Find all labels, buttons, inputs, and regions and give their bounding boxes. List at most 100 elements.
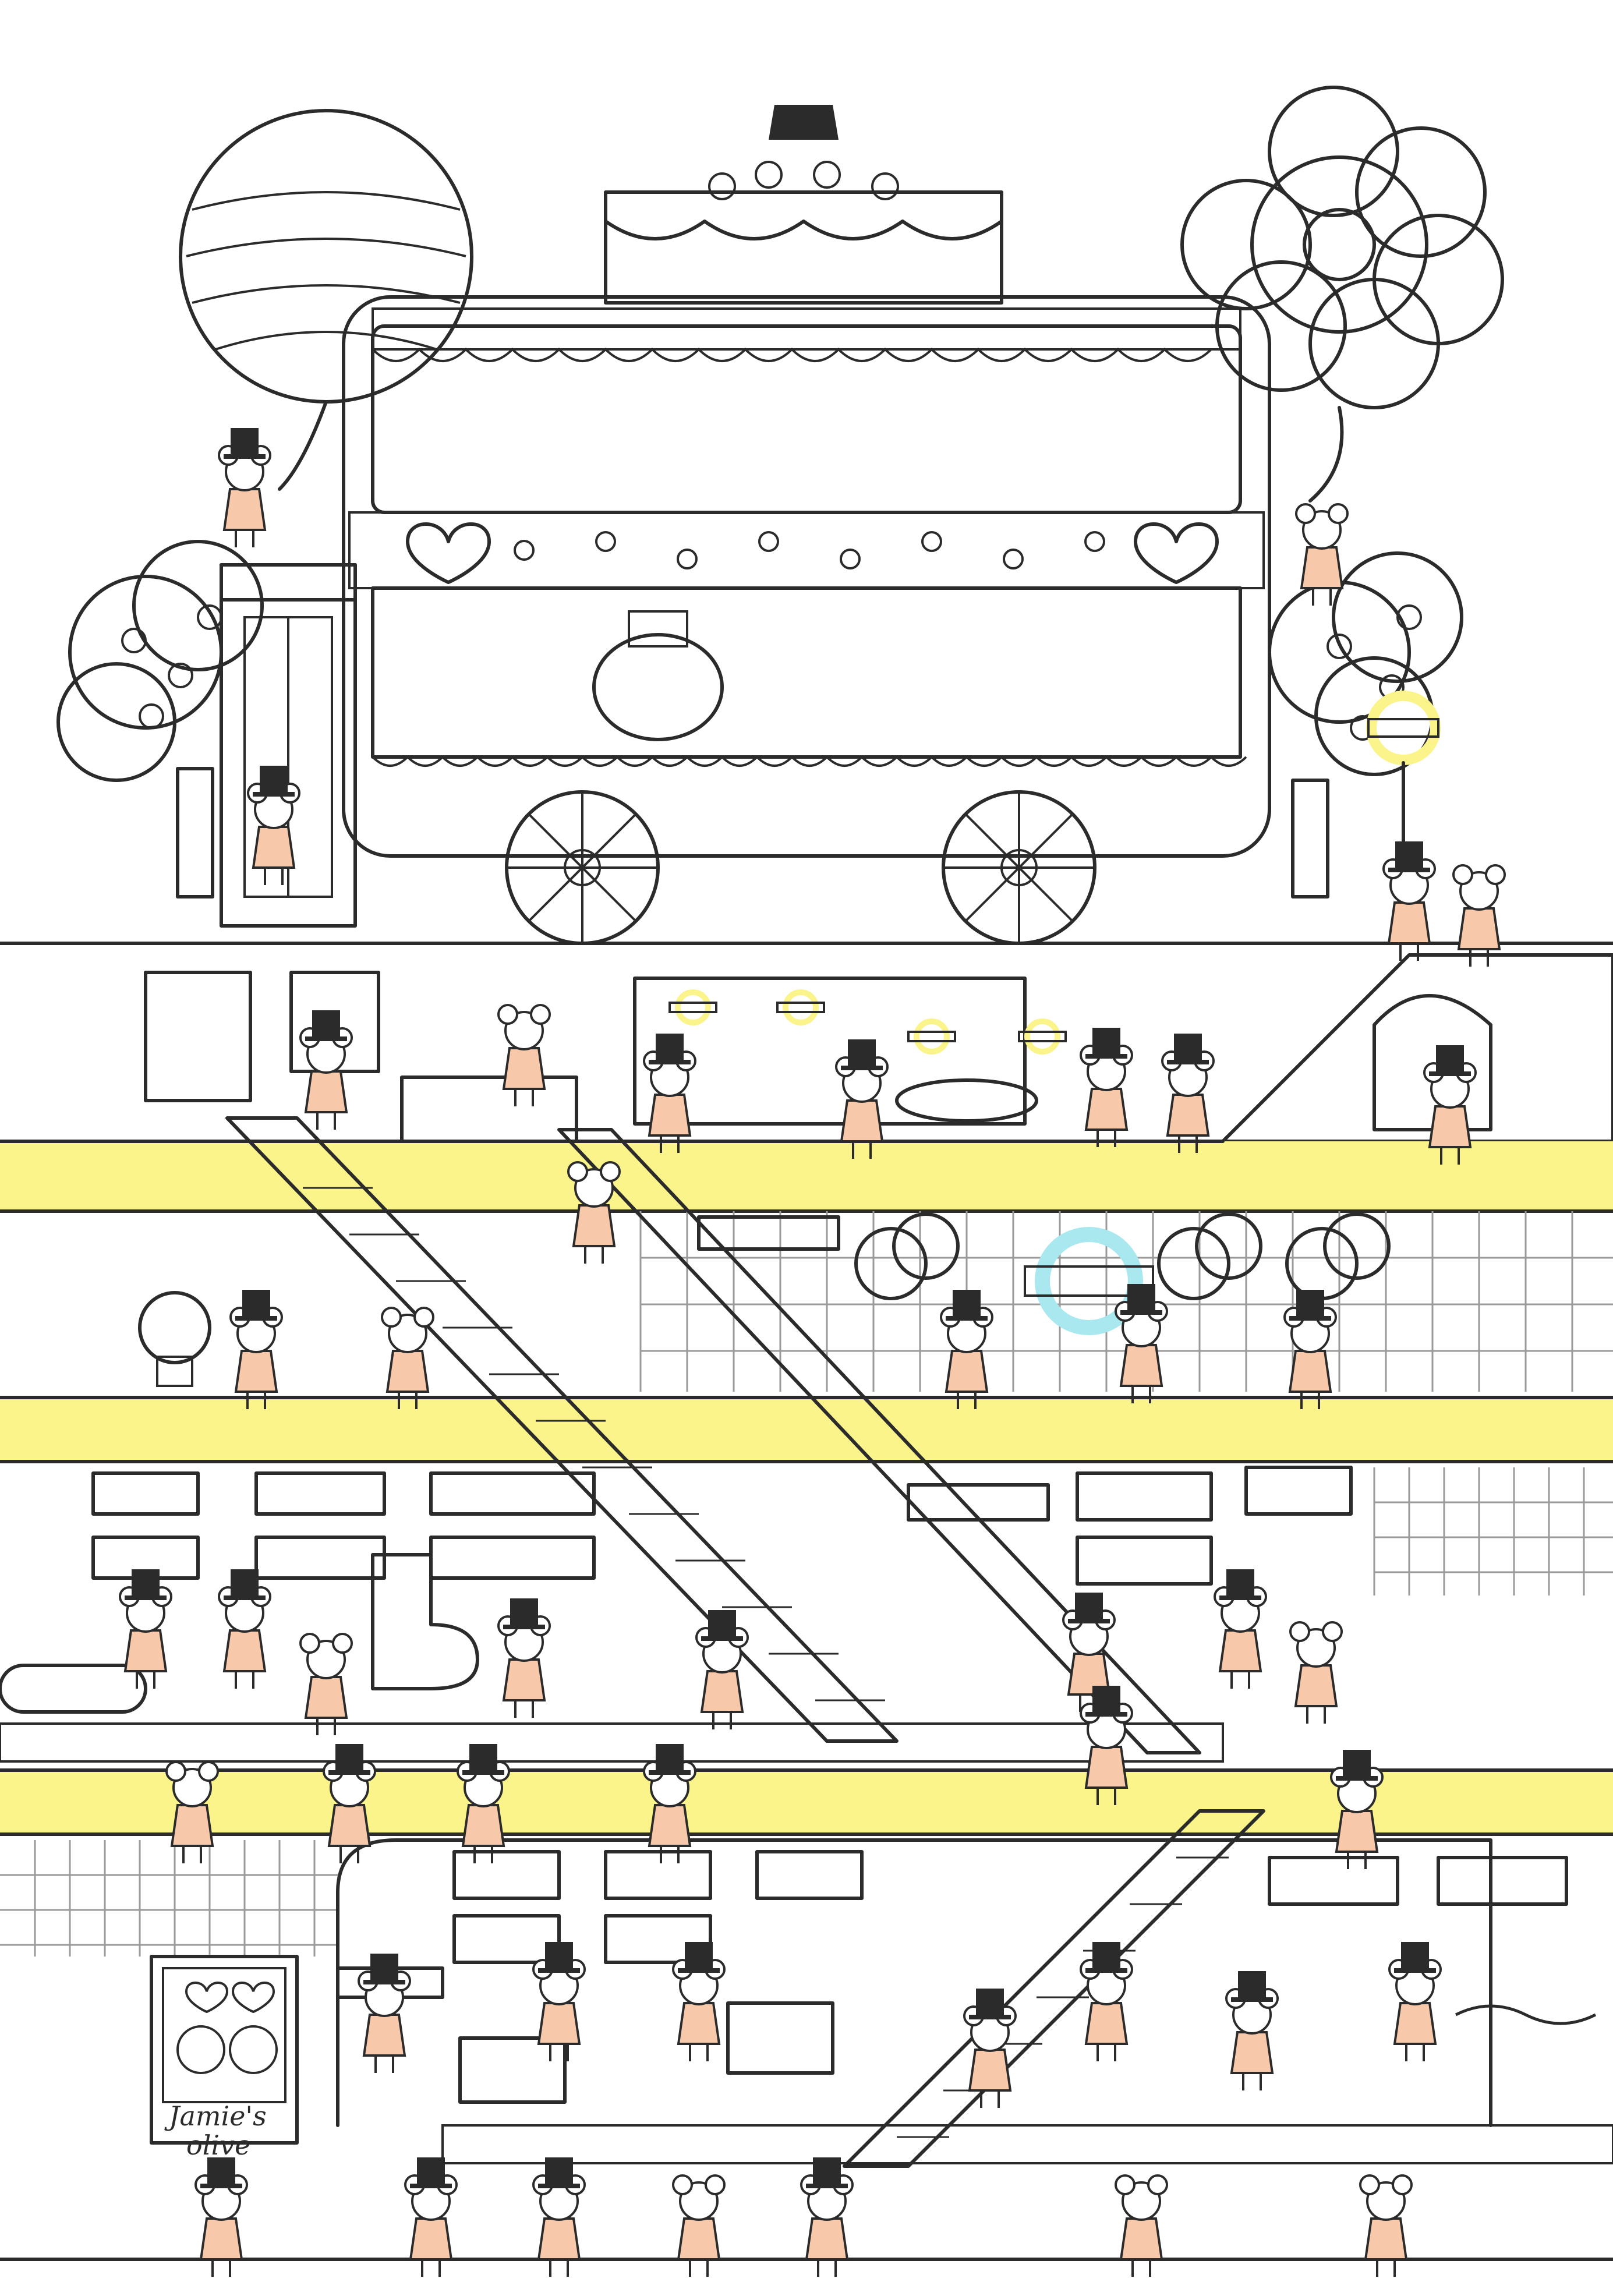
concourse [138,1211,1613,1392]
scalloped-balloon-left [179,109,473,491]
cake-topper [604,105,1003,305]
top-hat-icon [841,1039,883,1070]
mouse-figure [194,2157,248,2277]
mouse-figure [1283,1290,1337,1409]
mouse-figure [1423,1045,1477,1165]
mice-crowd [119,428,1506,2277]
mouse-figure [1289,1621,1343,1724]
mouse-figure [497,1598,551,1718]
top-hat-icon [1167,1034,1209,1064]
top-hat-icon [1085,1686,1127,1717]
top-hat-icon [1388,841,1430,872]
heart-icon [231,1982,275,2014]
top-hat-icon [1120,1284,1162,1315]
mouse-figure [381,1307,434,1409]
mouse-figure [1214,1569,1267,1689]
top-hat-icon [969,1989,1011,2019]
top-hat-icon [1336,1750,1378,1781]
mouse-figure [323,1744,376,1863]
escalator-lower [843,1809,1265,2168]
mouse-figure [299,1010,353,1130]
escalator-main [225,1116,1201,1754]
mouse-figure [218,428,271,547]
mouse-figure [358,1954,411,2073]
mouse-figure [1115,1284,1168,1403]
top-hat-icon [305,1010,347,1041]
poster-title: Jamie's [164,2100,267,2132]
top-hat-icon [701,1610,743,1641]
mouse-figure [218,1569,271,1689]
mouse-figure [835,1039,889,1159]
top-hat-icon [253,766,295,797]
shop-arcade [0,1466,1613,1714]
top-hat-icon [1085,1028,1127,1059]
heart-icon [1134,522,1219,584]
mouse-figure [1080,1028,1133,1147]
mouse-figure [567,1161,621,1264]
mouse-figure [1359,2174,1413,2277]
flower-balloon-icon [1180,86,1504,503]
top-hat-icon [946,1290,988,1321]
mouse-figure [1295,503,1349,606]
top-hat-icon [410,2157,452,2188]
wheel-icon [942,790,1096,945]
mouse-figure [247,766,300,885]
mouse-figure [1080,1686,1133,1805]
top-hat-icon [200,2157,242,2188]
top-hat-icon [678,1942,720,1973]
wheel-icon [505,790,660,945]
lower-arcade: Jamie's olive [0,1838,1597,2161]
tube-roundel-icon [907,1018,956,1055]
heart-icon [185,1982,229,2014]
mouse-figure [800,2157,854,2277]
tube-roundel-icon [1024,1227,1154,1335]
top-hat-icon [1068,1593,1110,1623]
mouse-figure [1225,1971,1279,2090]
top-hat-icon [224,1569,266,1600]
mouse-figure [643,1034,696,1153]
top-hat-icon [538,1942,580,1973]
double-decker-bus [342,295,1271,945]
poster-subtitle: olive [186,2129,250,2161]
tube-roundel-icon [668,989,717,1025]
top-hat-icon [1085,1942,1127,1973]
mouse-figure [1388,1942,1442,2061]
top-hat-icon [125,1569,167,1600]
mouse-figure [643,1744,696,1863]
mouse-figure [672,1942,726,2061]
top-hat-icon [224,428,266,459]
tube-roundel-icon [776,989,825,1025]
mouse-figure [299,1633,353,1735]
top-hat-icon [1429,1045,1471,1076]
top-hat-icon [1231,1971,1273,2002]
top-hat-icon [1289,1290,1331,1321]
mouse-figure [229,1290,283,1409]
mouse-figure [497,1004,551,1106]
mouse-figure [532,2157,586,2277]
mouse-figure [119,1569,172,1689]
tube-roundel-icon [1018,1018,1067,1055]
mouse-figure [1062,1593,1116,1712]
mouse-figure [457,1744,510,1863]
top-hat-icon [235,1290,277,1321]
phone-box [220,563,357,928]
jamies-olive-poster: Jamie's olive [150,1955,299,2161]
mouse-figure [695,1610,749,1729]
mouse-figure [1161,1034,1215,1153]
mouse-figure [1115,2174,1168,2277]
mouse-figure [404,2157,458,2277]
top-hat-icon [649,1744,691,1775]
top-hat-icon [1394,1942,1436,1973]
mouse-figure [963,1989,1017,2108]
top-hat-icon [806,2157,848,2188]
top-hat-icon [538,2157,580,2188]
mouse-figure [532,1942,586,2061]
top-hat-icon [1219,1569,1261,1600]
heart-icon [406,522,491,584]
mouse-figure [1382,841,1436,961]
mouse-figure [672,2174,726,2277]
top-hat-icon [649,1034,691,1064]
mouse-figure [1330,1750,1384,1869]
mouse-figure [940,1290,993,1409]
